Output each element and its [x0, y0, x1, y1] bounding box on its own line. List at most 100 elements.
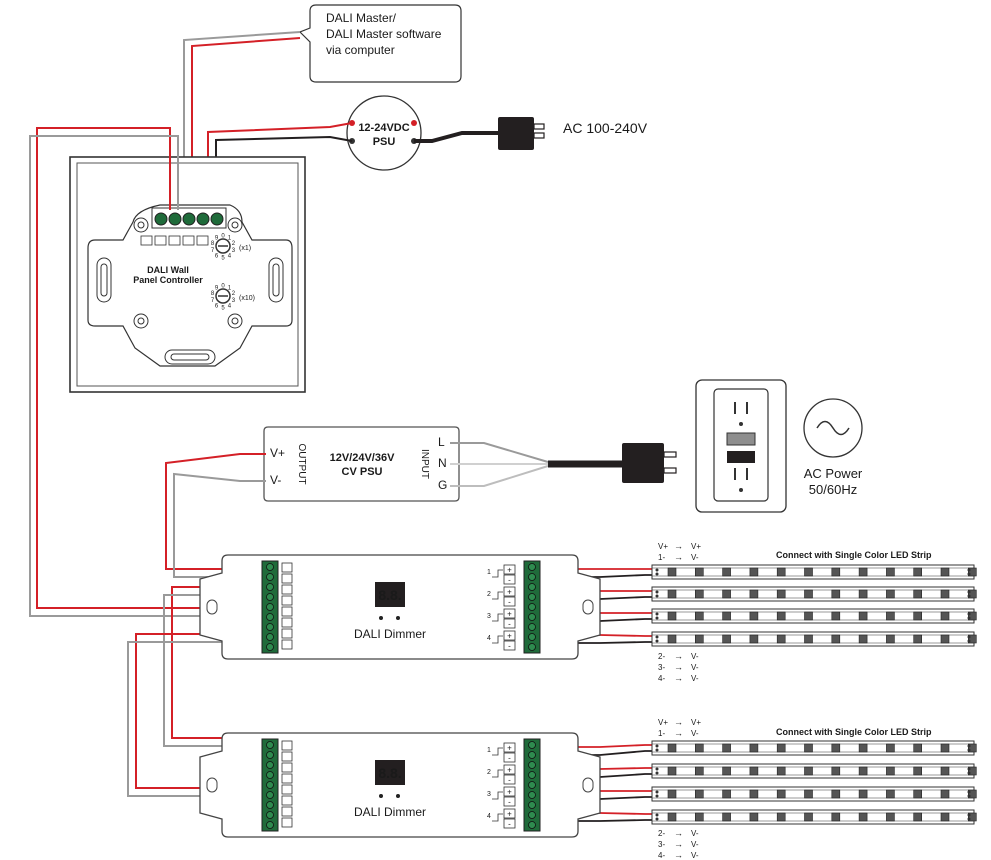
channel-bracket	[492, 635, 503, 644]
terminal-label-box	[281, 639, 293, 650]
led-chip	[913, 634, 923, 644]
switch-x1-label: (x1)	[239, 245, 251, 252]
channel-minus-sign: -	[508, 754, 511, 763]
channel-plus-box	[503, 586, 516, 597]
led-chip	[694, 812, 704, 822]
strip-pad	[655, 813, 659, 817]
terminal-label-box	[281, 762, 293, 773]
cv-psu-line1: 12V/24V/36V	[330, 452, 395, 464]
strip-pad	[655, 594, 659, 598]
channel-number: 4	[487, 635, 491, 642]
channel-plus-sign: +	[507, 744, 512, 753]
led-chip	[749, 611, 759, 621]
channel-bracket	[492, 813, 503, 822]
terminal-screw	[528, 603, 536, 611]
led-strip-group-2: Connect with Single Color LED Strip V+ → V+…	[651, 717, 977, 860]
led-chip	[886, 812, 895, 822]
terminal-screw	[528, 623, 536, 631]
terminal-screw	[266, 613, 274, 621]
channel-minus-sign: -	[508, 576, 511, 585]
terminal-label-box	[281, 740, 293, 751]
terminal-label-box	[281, 817, 293, 828]
led-chip	[967, 634, 977, 644]
strip-pad	[967, 572, 971, 576]
led-chip	[749, 589, 759, 599]
channel-minus-box	[503, 640, 516, 651]
strip-pad	[655, 790, 659, 794]
strip-bottom-pin-right: V-	[691, 829, 699, 838]
terminal-label-box	[281, 773, 293, 784]
strip-pad	[655, 616, 659, 620]
channel-minus-box	[503, 818, 516, 829]
channel-bracket	[492, 613, 503, 622]
led-dot	[396, 794, 400, 798]
led-chip	[886, 589, 895, 599]
mount-hole-left	[206, 777, 218, 793]
led-chip	[722, 766, 731, 776]
led-chip	[831, 812, 841, 822]
dali-bus-wires-to-master	[183, 31, 301, 210]
led-chip	[886, 789, 895, 799]
terminal-screw	[528, 633, 536, 641]
terminal-screw	[266, 791, 274, 799]
channel-number: 2	[487, 769, 491, 776]
strip-pad	[967, 790, 971, 794]
strip-pad	[655, 612, 659, 616]
led-chip	[749, 812, 759, 822]
mount-hole-right	[582, 599, 594, 615]
channel-minus-box	[503, 596, 516, 607]
panel-terminal-block	[154, 212, 224, 226]
channel-bracket	[492, 591, 503, 600]
cv-psu-line2: CV PSU	[342, 466, 383, 478]
led-chip	[804, 766, 813, 776]
strip-pad	[967, 568, 971, 572]
led-chip	[913, 789, 923, 799]
wall-outlet	[695, 379, 787, 513]
strip-pad	[655, 568, 659, 572]
terminal-screw	[266, 741, 274, 749]
led-chip	[694, 567, 704, 577]
led-chip	[913, 812, 923, 822]
strip-pad	[967, 794, 971, 798]
terminal-screw	[266, 573, 274, 581]
strip-title: Connect with Single Color LED Strip	[776, 727, 932, 737]
dimmer-label: DALI Dimmer	[354, 805, 426, 819]
strip-pad	[967, 771, 971, 775]
channel-bracket	[492, 791, 503, 800]
arrow-icon: →	[674, 728, 683, 738]
channel-minus-box	[503, 774, 516, 785]
strip-top-pin-left: 1-	[658, 553, 665, 562]
led-chip	[776, 789, 786, 799]
dimmer-label: DALI Dimmer	[354, 627, 426, 641]
channel-plus-sign: +	[507, 632, 512, 641]
led-chip	[749, 634, 759, 644]
psu-g-label: G	[438, 478, 447, 492]
strip-pad	[655, 767, 659, 771]
channel-number: 1	[487, 747, 491, 754]
dial-digit: 8	[211, 241, 215, 247]
led-chip	[831, 789, 841, 799]
led-chip	[886, 743, 895, 753]
strip-top-pin-right: V+	[691, 718, 701, 727]
led-chip	[667, 766, 677, 776]
led-chip	[804, 789, 813, 799]
strip-pad	[967, 744, 971, 748]
small-psu-line2: PSU	[373, 136, 396, 148]
dimmers: +-1+-2+-3+-48.8.DALI Dimmer+-1+-2+-3+-48…	[199, 554, 601, 838]
cv-psu-output-wires	[165, 453, 266, 578]
dial-digit: 3	[232, 298, 236, 304]
led-chip	[858, 634, 868, 644]
channel-number: 4	[487, 813, 491, 820]
strip-top-pin-right: V+	[691, 542, 701, 551]
terminal-screw	[266, 563, 274, 571]
master-line2: DALI Master software	[326, 27, 442, 41]
strip-top-pin-left: V+	[658, 718, 668, 727]
terminal-screw	[528, 613, 536, 621]
arrow-icon: →	[674, 552, 683, 562]
terminal-label-box	[281, 562, 293, 573]
terminal-screw	[528, 751, 536, 759]
strip-bottom-pin-left: 3-	[658, 840, 665, 849]
channel-bracket	[492, 569, 503, 578]
channel-plus-box	[503, 564, 516, 575]
strip-pad	[967, 612, 971, 616]
